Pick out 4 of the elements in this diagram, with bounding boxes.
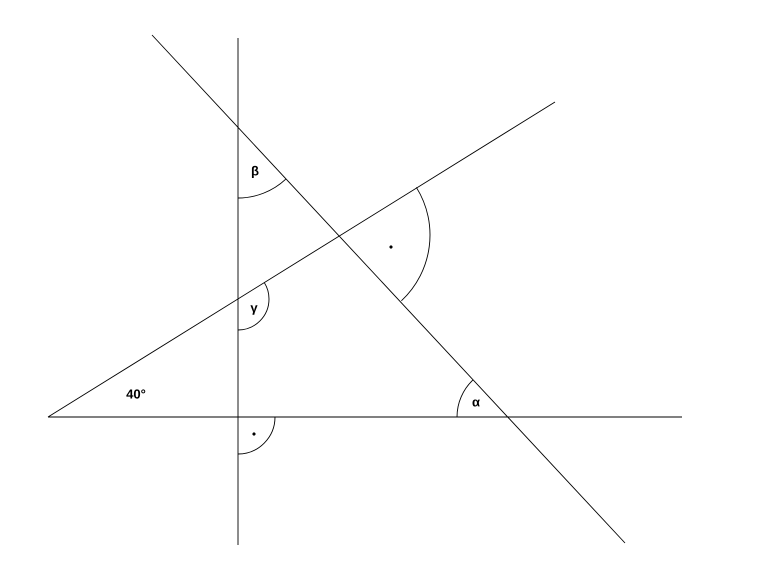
angle-label: 40° (126, 389, 146, 399)
angle-label: α (472, 399, 480, 407)
angle-label: γ (250, 305, 258, 315)
angle-label: β (252, 166, 259, 178)
